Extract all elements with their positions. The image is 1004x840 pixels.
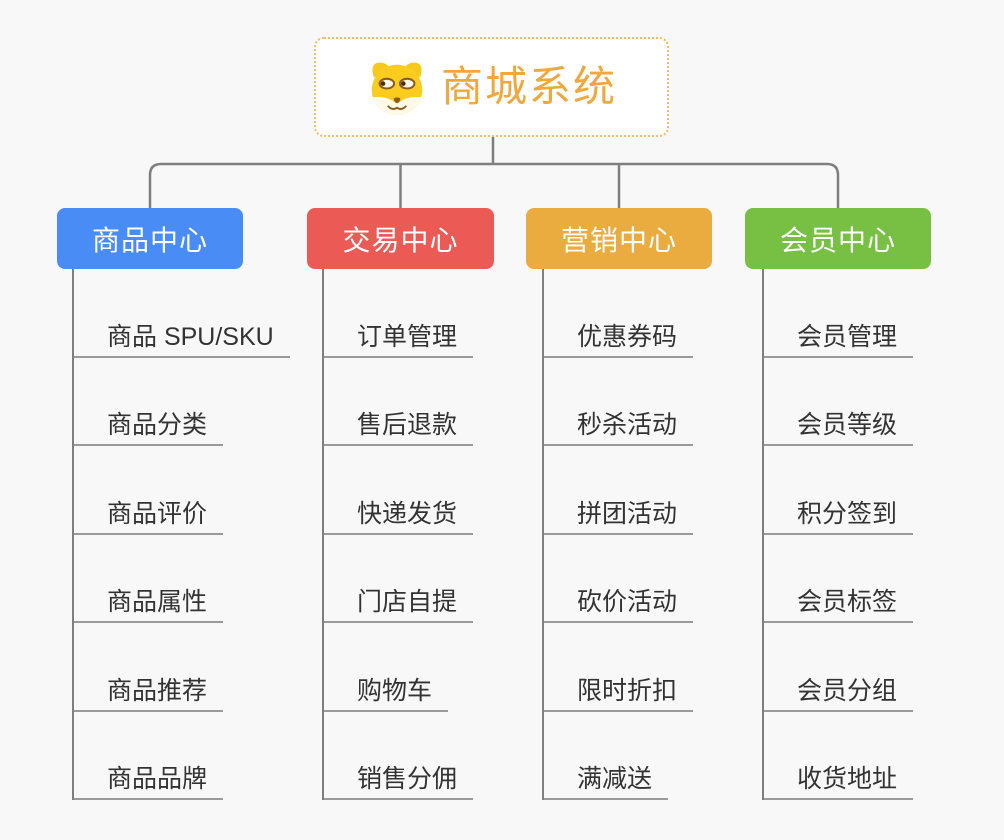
list-item[interactable]: 商品属性	[74, 535, 224, 623]
dog-face-icon	[366, 56, 428, 118]
branch-node-marketing-center[interactable]: 营销中心	[526, 208, 712, 269]
branch-node-trade-center[interactable]: 交易中心	[307, 208, 494, 269]
list-item[interactable]: 商品品牌	[74, 712, 224, 800]
branch-children-member-center: 会员管理 会员等级 积分签到 会员标签 会员分组 收货地址	[762, 269, 914, 800]
list-item[interactable]: 收货地址	[764, 712, 914, 800]
list-item[interactable]: 商品分类	[74, 358, 224, 446]
branch-node-label: 会员中心	[779, 224, 896, 256]
list-item[interactable]: 商品评价	[74, 446, 224, 535]
list-item[interactable]: 会员分组	[764, 623, 914, 712]
list-item[interactable]: 订单管理	[324, 269, 474, 358]
list-item[interactable]: 门店自提	[324, 535, 474, 623]
branch-node-label: 营销中心	[560, 224, 677, 256]
branch-node-product-center[interactable]: 商品中心	[57, 208, 243, 269]
list-item[interactable]: 优惠券码	[544, 269, 694, 358]
root-title: 商城系统	[440, 63, 617, 110]
branch-children-product-center: 商品 SPU/SKU 商品分类 商品评价 商品属性 商品推荐 商品品牌	[72, 269, 290, 800]
list-item[interactable]: 秒杀活动	[544, 358, 694, 446]
list-item[interactable]: 会员管理	[764, 269, 914, 358]
list-item[interactable]: 满减送	[544, 712, 669, 800]
list-item[interactable]: 购物车	[324, 623, 449, 712]
list-item[interactable]: 会员标签	[764, 535, 914, 623]
list-item[interactable]: 砍价活动	[544, 535, 694, 623]
list-item[interactable]: 拼团活动	[544, 446, 694, 535]
branch-node-member-center[interactable]: 会员中心	[745, 208, 931, 269]
list-item[interactable]: 快递发货	[324, 446, 474, 535]
list-item[interactable]: 限时折扣	[544, 623, 694, 712]
root-node[interactable]: 商城系统	[314, 37, 669, 137]
branch-node-label: 交易中心	[342, 224, 459, 256]
list-item[interactable]: 销售分佣	[324, 712, 474, 800]
list-item[interactable]: 会员等级	[764, 358, 914, 446]
branch-children-marketing-center: 优惠券码 秒杀活动 拼团活动 砍价活动 限时折扣 满减送	[542, 269, 694, 800]
list-item[interactable]: 积分签到	[764, 446, 914, 535]
branch-node-label: 商品中心	[91, 224, 208, 256]
list-item[interactable]: 售后退款	[324, 358, 474, 446]
list-item[interactable]: 商品推荐	[74, 623, 224, 712]
branch-children-trade-center: 订单管理 售后退款 快递发货 门店自提 购物车 销售分佣	[322, 269, 474, 800]
list-item[interactable]: 商品 SPU/SKU	[74, 269, 290, 358]
